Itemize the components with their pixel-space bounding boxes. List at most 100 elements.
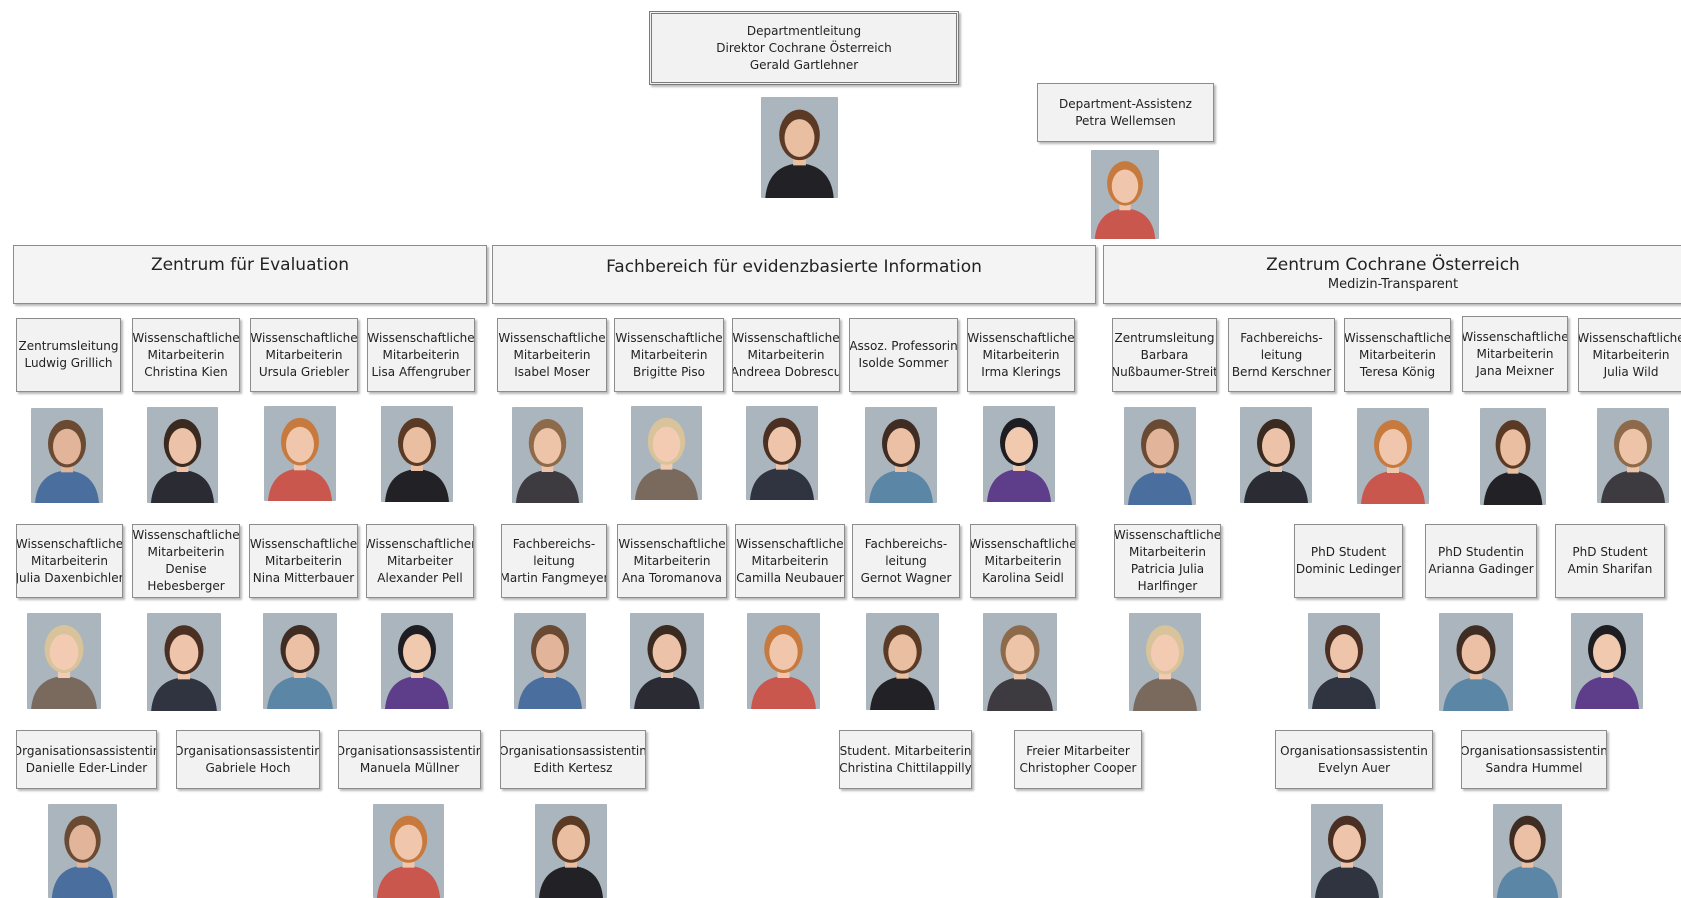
person-role-line: Mitarbeiterin <box>513 347 591 362</box>
person-role-line: Fachbereichs- <box>512 536 596 551</box>
person-role-line: leitung <box>1260 347 1303 362</box>
person-name: Karolina Seidl <box>982 570 1064 585</box>
person-photo <box>147 407 218 503</box>
person-role-line: Barbara <box>1140 347 1189 362</box>
person-role-line: Mitarbeiterin <box>1359 347 1436 362</box>
person-role-line: Wissenschaftliche <box>16 536 123 551</box>
person-role-line: Mitarbeiterin <box>984 553 1062 568</box>
person-role-line: Freier Mitarbeiter <box>1026 743 1130 758</box>
department-assistant-photo <box>1091 150 1159 239</box>
person-role-line: Mitarbeiterin <box>982 347 1060 362</box>
person-photo <box>31 408 103 503</box>
person-role-line: PhD Student <box>1572 545 1648 559</box>
person-name: Isabel Moser <box>514 364 590 379</box>
department-head-photo <box>761 97 838 198</box>
person-role-line: Mitarbeiterin <box>147 545 225 559</box>
head-name: Gerald Gartlehner <box>749 57 859 72</box>
department-header-evidenzbasierte-information: Fachbereich für evidenzbasierte Informat… <box>492 245 1096 304</box>
person-name: Gabriele Hoch <box>205 760 291 775</box>
person-role-line: Mitarbeiterin <box>382 347 460 362</box>
person-photo <box>1129 613 1201 711</box>
person-photo <box>514 613 586 709</box>
person-name: Evelyn Auer <box>1317 760 1391 775</box>
person-role-line: Organisationsassistentin <box>16 743 157 758</box>
person-name: Christopher Cooper <box>1019 760 1137 775</box>
person-photo <box>747 613 820 709</box>
person-role-line: Organisationsassistentin <box>500 743 646 758</box>
person-name: Harlfinger <box>1137 579 1198 593</box>
person-role-line: leitung <box>533 553 575 568</box>
person-photo <box>630 613 704 709</box>
person-name: Christina Kien <box>144 364 228 379</box>
person-photo <box>1480 408 1546 505</box>
person-photo <box>381 613 453 709</box>
person-role-line: Mitarbeiterin <box>1592 347 1670 362</box>
person-photo <box>263 613 337 709</box>
person-role-line: Mitarbeiterin <box>1129 545 1206 559</box>
person-photo <box>631 406 702 500</box>
person-name: Gernot Wagner <box>860 570 952 585</box>
person-name: Amin Sharifan <box>1567 562 1653 576</box>
person-name: Irma Klerings <box>981 364 1061 379</box>
person-role-line: Organisationsassistentin <box>1461 743 1607 758</box>
person-photo <box>27 613 101 709</box>
person-role-line: PhD Studentin <box>1437 545 1525 559</box>
person-role-line: Student. Mitarbeiterin <box>839 743 972 758</box>
head-role: Departmentleitung <box>746 23 862 38</box>
person-photo <box>983 613 1057 711</box>
department-head-box: Departmentleitung Direktor Cochrane Öste… <box>649 11 959 85</box>
person-name: Danielle Eder-Linder <box>25 760 148 775</box>
person-name: Bernd Kerschner <box>1231 364 1332 379</box>
person-photo <box>1439 613 1513 711</box>
person-photo <box>1597 408 1669 503</box>
person-name: Arianna Gadinger <box>1428 562 1534 576</box>
person-role-line: Wissenschaftliche <box>367 330 475 345</box>
person-role-line: Mitarbeiterin <box>633 553 711 568</box>
person-role-line: Mitarbeiterin <box>1476 346 1554 361</box>
person-name: Jana Meixner <box>1476 363 1554 378</box>
person-name: Dominic Ledinger <box>1295 562 1402 576</box>
person-name: Edith Kertesz <box>533 760 613 775</box>
head-title: Direktor Cochrane Österreich <box>716 40 892 55</box>
person-role-line: Mitarbeiterin <box>630 347 708 362</box>
person-photo <box>48 804 117 898</box>
person-role-line: Organisationsassistentin <box>1280 743 1428 758</box>
person-role-line: Mitarbeiterin <box>147 347 225 362</box>
person-role-line: Wissenschaftliche <box>618 536 726 551</box>
person-role-line: Wissenschaftliche <box>250 330 358 345</box>
person-role-line: Wissenschaftliche <box>1578 330 1681 345</box>
assistant-role: Department-Assistenz <box>1059 96 1192 111</box>
person-role-line: Mitarbeiter <box>386 553 454 568</box>
person-role-line: Denise <box>165 562 207 576</box>
person-name: Alexander Pell <box>377 570 463 585</box>
department-header-evaluation: Zentrum für Evaluation <box>13 245 487 304</box>
person-photo <box>866 613 939 710</box>
person-photo <box>147 613 221 711</box>
department-title: Fachbereich für evidenzbasierte Informat… <box>606 257 982 277</box>
person-photo <box>264 406 336 501</box>
person-role-line: leitung <box>885 553 927 568</box>
